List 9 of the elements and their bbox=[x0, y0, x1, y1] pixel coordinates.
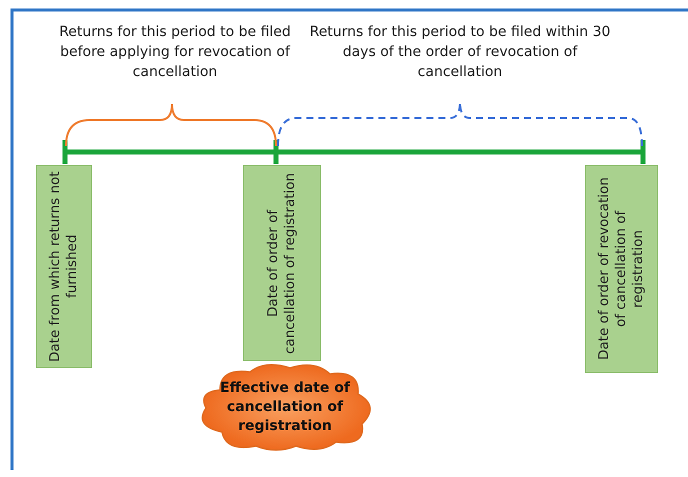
date-box bbox=[243, 165, 321, 361]
note-text: Returns for this period to be filed within 30 days of the order of revocation of cancellation bbox=[308, 23, 612, 82]
date-label: Date from which returns not furnished bbox=[47, 170, 81, 363]
date-box bbox=[36, 165, 92, 368]
callout-text: Effective date of cancellation of registration bbox=[220, 378, 350, 436]
date-label: Date of order of cancellation of registration bbox=[265, 171, 299, 356]
date-label: Date of order of revocation of cancellation of registration bbox=[596, 176, 647, 362]
note-text: Returns for this period to be filed before applying for revocation of cancellation bbox=[58, 23, 292, 82]
date-box bbox=[585, 165, 658, 373]
